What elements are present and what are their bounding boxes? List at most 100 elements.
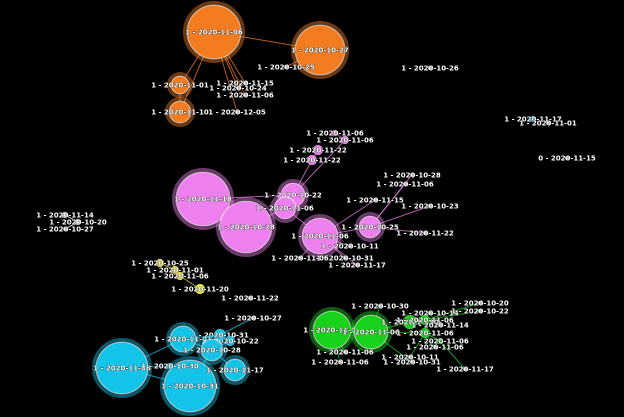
graph-node[interactable]: 1 - 2020-11-15 [346,196,404,205]
graph-node[interactable]: 1 - 2020-10-24 [209,84,267,93]
node-circle[interactable] [372,197,378,203]
node-circle[interactable] [242,92,248,98]
graph-node[interactable]: 1 - 2020-10-26 [401,64,459,73]
node-circle[interactable] [200,338,224,362]
graph-node[interactable]: 1 - 2020-11-01 [154,322,212,356]
node-circle[interactable] [170,265,180,275]
node-circle[interactable] [342,349,348,355]
graph-node[interactable]: 1 - 2020-10-27 [224,314,282,323]
node-circle[interactable] [170,75,190,95]
node-circle[interactable] [306,154,318,166]
graph-node[interactable]: 1 - 2020-11-17 [436,365,494,374]
node-circle[interactable] [234,109,240,115]
node-circle[interactable] [242,80,248,86]
graph-node[interactable]: 1 - 2020-11-06 [151,271,209,281]
graph-node[interactable]: 1 - 2020-11-06 [311,358,369,367]
graph-node[interactable]: 1 - 2020-11-06 [306,129,364,138]
graph-node[interactable]: 1 - 2020-11-01 [151,72,209,98]
node-circle[interactable] [247,295,253,301]
graph-node[interactable]: 1 - 2020-11-22 [221,294,279,303]
graph-node[interactable]: 1 - 2020-11-20 [171,283,229,295]
node-circle[interactable] [168,100,192,124]
graph-node[interactable]: 1 - 2020-11-06 [376,180,434,189]
node-circle[interactable] [353,314,389,350]
graph-node[interactable]: 0 - 2020-11-15 [538,154,596,163]
graph-node[interactable]: 1 - 2020-10-14 [401,309,459,318]
node-circle[interactable] [219,200,273,254]
graph-node[interactable]: 1 - 2020-11-06 [256,193,314,223]
node-circle[interactable] [194,283,206,295]
graph-node[interactable]: 1 - 2020-11-06 [396,327,454,339]
node-circle[interactable] [223,358,247,382]
node-circle[interactable] [354,262,360,268]
node-circle[interactable] [409,172,415,178]
graph-node[interactable]: 1 - 2020-11-22 [396,229,454,238]
node-circle[interactable] [186,4,242,60]
graph-node[interactable]: 1 - 2020-10-27 [36,225,94,234]
node-circle[interactable] [224,335,236,347]
node-circle[interactable] [432,344,438,350]
graph-node[interactable]: 1 - 2020-11-06 [316,348,374,357]
graph-node[interactable]: 1 - 2020-11-06 [396,314,454,326]
node-circle[interactable] [419,327,431,339]
graph-node[interactable]: 1 - 2020-10-23 [401,202,459,211]
graph-node[interactable]: 1 - 2020-10-31 [160,356,220,416]
node-circle[interactable] [95,341,149,395]
graph-node[interactable]: 1 - 2020-10-28 [216,197,276,257]
graph-node[interactable]: 1 - 2020-11-06 [316,135,374,145]
graph-node[interactable]: 1 - 2020-12-05 [208,108,266,117]
graph-node[interactable]: 1 - 2020-11-18 [172,168,234,230]
node-circle[interactable] [283,64,289,70]
node-circle[interactable] [427,310,433,316]
graph-node[interactable]: 1 - 2020-11-06 [411,337,469,346]
graph-node[interactable]: 1 - 2020-10-20 [49,218,107,227]
node-circle[interactable] [402,314,418,330]
node-circle[interactable] [297,255,303,261]
graph-node[interactable]: 1 - 2020-11-06 [271,254,329,263]
node-circle[interactable] [358,215,382,239]
graph-node[interactable]: 1 - 2020-11-17 [206,355,264,385]
graph-node[interactable]: 1 - 2020-11-06 [216,91,274,100]
graph-node[interactable]: 1 - 2020-10-31 [191,328,249,342]
node-circle[interactable] [377,303,383,309]
graph-node[interactable]: 1 - 2020-10-25 [341,212,399,242]
graph-node[interactable]: 1 - 2020-11-22 [283,154,341,166]
graph-node[interactable]: 1 - 2020-10-20 [451,299,509,308]
node-circle[interactable] [61,211,69,219]
graph-node[interactable]: 1 - 2020-11-17 [328,261,386,270]
node-circle[interactable] [175,171,231,227]
node-circle[interactable] [462,366,468,372]
graph-node[interactable]: 1 - 2020-11-06 [406,343,464,352]
graph-node[interactable]: 1 - 2020-11-10 [151,97,209,127]
node-circle[interactable] [250,315,256,321]
graph-node[interactable]: 1 - 2020-11-14 [36,211,94,220]
node-circle[interactable] [436,337,444,345]
graph-node[interactable]: 1 - 2020-10-28 [183,335,241,365]
graph-node[interactable]: 1 - 2020-11-06 [342,311,400,353]
graph-node[interactable]: 1 - 2020-11-01 [519,119,577,128]
node-circle[interactable] [427,65,433,71]
node-circle[interactable] [437,322,443,328]
node-circle[interactable] [331,129,339,137]
graph-node[interactable]: 1 - 2020-11-06 [291,214,349,258]
graph-node[interactable]: 1 - 2020-11-14 [411,321,469,330]
graph-node[interactable]: 1 - 2020-11-22 [289,144,347,156]
node-circle[interactable] [74,218,82,226]
node-circle[interactable] [175,271,185,281]
node-circle[interactable] [347,243,353,249]
node-circle[interactable] [409,359,415,365]
graph-node[interactable]: 1 - 2020-10-11 [321,242,379,251]
node-circle[interactable] [163,359,217,413]
node-circle[interactable] [402,181,408,187]
node-circle[interactable] [312,310,352,350]
node-circle[interactable] [169,325,197,353]
node-circle[interactable] [273,196,297,220]
graph-node[interactable]: 1 - 2020-10-31 [383,358,441,367]
graph-node[interactable]: 1 - 2020-10-22 [201,335,259,347]
graph-node[interactable]: 1 - 2020-11-06 [92,338,152,398]
graph-node[interactable]: 1 - 2020-10-30 [351,302,409,311]
graph-node[interactable]: 1 - 2020-10-25 [257,63,315,72]
node-circle[interactable] [235,85,241,91]
graph-node[interactable]: 1 - 2020-10-27 [291,21,349,79]
graph-node[interactable]: 1 - 2020-10-25 [131,258,189,268]
